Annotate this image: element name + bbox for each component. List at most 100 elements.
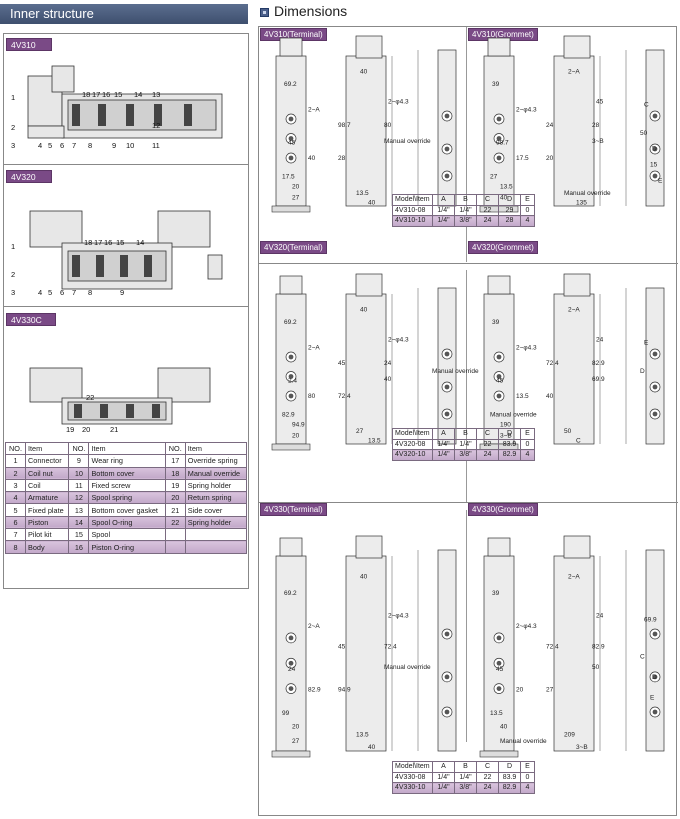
dimension-label: 27 [292,738,300,745]
dimension-label: 69.2 [284,590,297,597]
dimensions-title: Dimensions [274,3,348,19]
section-drawing-4v310: 1 2 3 4 5 6 7 8 18 17 16 15 14 13 12 9 1… [11,65,223,150]
port-core [496,136,502,141]
port-core [444,709,450,715]
panel-divider [466,510,467,742]
valve-front-view [483,55,515,207]
dimension-label: 40 [308,155,316,162]
callout-number: 18 [84,238,92,247]
coil-head [279,37,303,57]
dimension-label: C [576,437,581,444]
valve-side-view [553,55,595,207]
dimension-label: 40 [500,723,508,730]
section-drawing-4v330c: 22 19 20 21 [29,367,211,434]
dimension-label: D [652,674,657,681]
row-divider [258,263,678,264]
callout-number: 16 [102,90,110,99]
dimension-label: E [644,340,649,347]
valve-end-view [645,287,665,445]
port-core [652,631,658,637]
coil-head [355,35,383,59]
dimension-label: 40 [360,306,368,313]
dimension-label: C [640,654,645,661]
callout-number: 13 [152,90,160,99]
base-plate [271,750,311,758]
row-divider [258,502,678,503]
callout-number: 15 [114,90,122,99]
coil-head [279,275,303,295]
port-core [496,635,502,641]
port-core [288,374,294,379]
dimension-label: 24 [384,360,392,367]
callout-number: 2 [11,123,15,132]
panel-divider [466,270,467,502]
panel-label-4v330-grommet: 4V330(Grommet) [468,503,538,516]
port-core [496,660,502,666]
callout-number: 10 [126,141,134,150]
callout-number: 11 [152,141,160,150]
dimension-label: 190 [500,422,511,429]
valve-side-view [345,555,387,752]
dimension-label: 20 [546,155,554,162]
coil-head [563,35,591,59]
inner-structure-title: Inner structure [0,4,248,24]
dimension-label: 27 [292,195,300,202]
panel-label-4v320-terminal: 4V320(Terminal) [260,241,327,254]
port-core [652,113,658,119]
port-core [444,631,450,637]
dimension-label: 82.9 [592,360,605,367]
dimension-label: 40 [368,199,376,206]
dimension-label: 82.9 [282,411,295,418]
dimension-label: 209 [564,732,575,739]
section-divider [3,164,249,165]
port-core [444,674,450,680]
dimension-label: 69.9 [644,617,657,624]
dimension-label: 13.5 [490,710,503,717]
callout-number: 8 [88,288,92,297]
coil-head [355,535,383,559]
valve-end-view [437,287,457,445]
callout-number: 4 [38,141,42,150]
dimension-label: 2~φ4.3 [388,98,409,105]
valve-front-view [483,555,515,752]
dimension-label: 2.4 [288,377,297,384]
dimension-label: 45 [338,360,346,367]
dimension-label: 45 [288,139,296,146]
dimension-label: 3~B [576,744,588,751]
dimension-label: 82.9 [592,643,605,650]
table-header-row: NO. Item NO. Item NO. Item [5,441,248,456]
port-core [496,116,502,122]
dimension-label: 98.7 [496,139,509,146]
coil-head [279,537,303,557]
callout-number: 12 [152,121,160,130]
coil-head [563,273,591,297]
dimension-label: 27 [490,173,498,180]
dimension-label: 98.7 [338,122,351,129]
port-core [444,173,450,179]
callout-number: 15 [116,238,124,247]
callout-number: 21 [110,425,118,434]
port-core [444,113,450,119]
valve-end-view [645,549,665,752]
dimension-label: Manual override [564,190,611,197]
dimensions-bullet-icon [260,8,269,17]
dimension-label: 69.2 [284,81,297,88]
port-core [652,411,658,417]
inner-structure-frame [3,33,249,589]
dimension-label: 2~A [308,106,320,113]
dimension-label: Manual override [384,138,431,145]
dimension-label: 39 [492,319,500,326]
dimension-label: D [640,368,645,375]
dimension-label: Manual override [432,368,479,375]
dimension-label: 82.9 [308,686,321,693]
callout-number: 2 [11,270,15,279]
